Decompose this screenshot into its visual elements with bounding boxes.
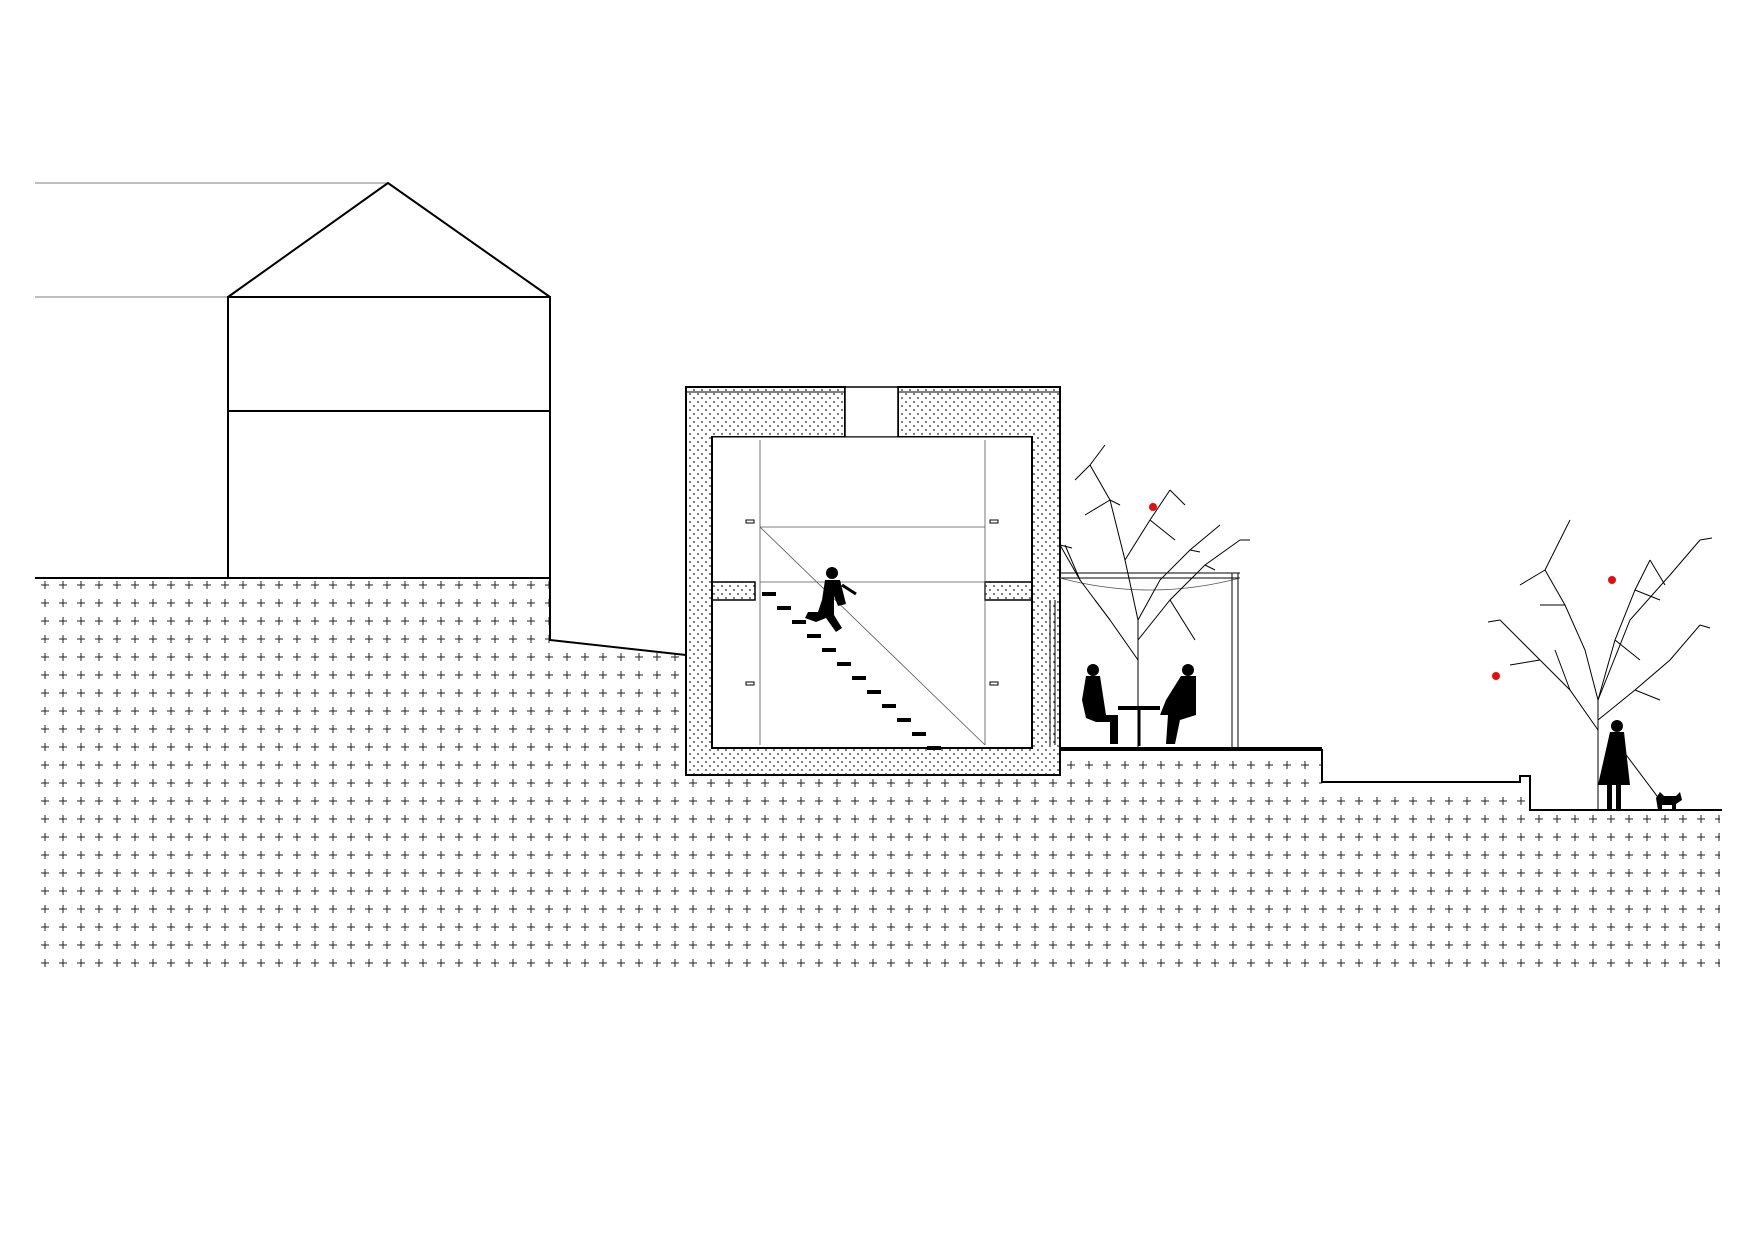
figure-on-stair [805,567,857,632]
tree-left-fruit [1149,503,1157,511]
pergola [1059,572,1322,749]
walker-with-dog [1598,720,1682,810]
tree-left [1059,444,1250,748]
house-section [685,386,1061,776]
stair-treads [762,592,941,750]
tree-right-fruit-2 [1492,672,1500,680]
tree-right-fruit-1 [1608,576,1616,584]
neighbouring-house [35,181,551,579]
tree-right [1487,519,1713,810]
seated-couple [1082,664,1196,746]
